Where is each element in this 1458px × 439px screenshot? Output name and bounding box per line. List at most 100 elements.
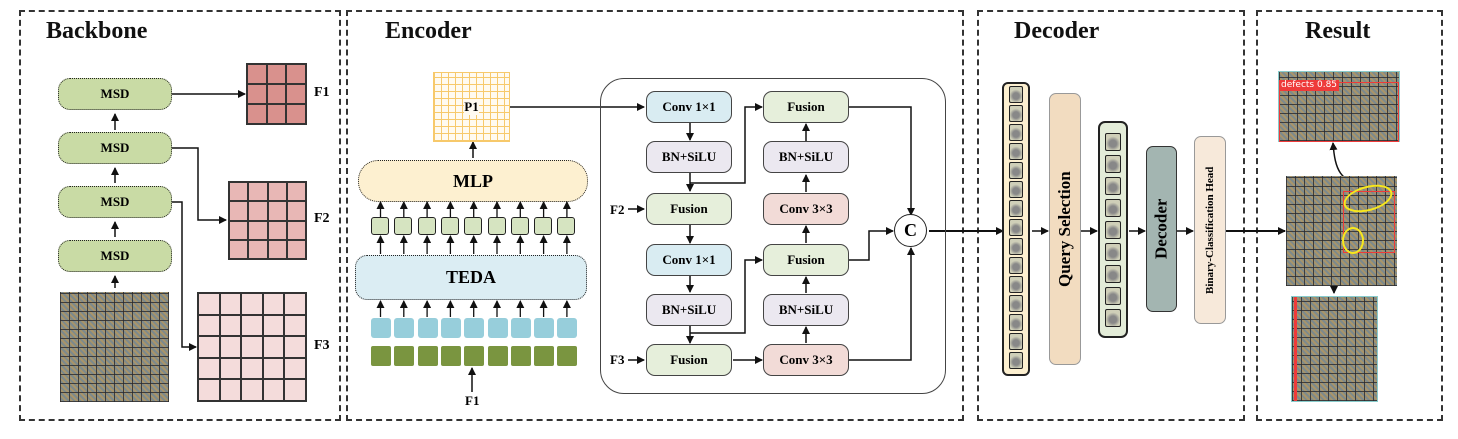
encoder-panel: [346, 10, 964, 421]
feature-cell: [266, 84, 287, 104]
embedding-token: [371, 346, 391, 366]
arrow-fusiontop-concat: [849, 106, 915, 216]
query-token: [1105, 221, 1121, 239]
fusion-block-left-1: Fusion: [646, 193, 732, 225]
feature-cell: [286, 201, 306, 221]
conv1x1-block-1: Conv 1×1: [646, 91, 732, 123]
query-token: [1009, 333, 1023, 350]
query-selection-label: Query Selection: [1055, 171, 1074, 287]
feature-label-f1: F1: [314, 85, 330, 100]
embedding-token: [417, 346, 438, 366]
output-token: [464, 217, 483, 235]
query-token: [1009, 105, 1023, 122]
feature-cell: [229, 239, 249, 259]
feature-cell: [229, 201, 249, 221]
feature-cell: [241, 336, 263, 358]
feature-cell: [266, 64, 287, 84]
result-zoom-top: defects 0.85: [1278, 71, 1400, 142]
feature-cell: [241, 293, 263, 315]
query-token: [1105, 309, 1121, 327]
output-token: [487, 217, 506, 235]
feature-cell: [286, 84, 306, 104]
backbone-title: Backbone: [46, 18, 148, 44]
feature-cell: [286, 220, 306, 240]
decoder-panel: [977, 10, 1245, 421]
feature-map-f3: [197, 292, 307, 402]
embedding-token: [394, 346, 415, 366]
arrow-skip-mid: [690, 256, 763, 334]
query-token: [1009, 181, 1023, 198]
output-token: [371, 217, 389, 235]
concat-node: C: [894, 214, 927, 247]
feature-map-f2: [228, 181, 307, 260]
input-token: [464, 318, 485, 338]
msd-block-1: MSD: [58, 78, 172, 110]
feature-cell: [219, 293, 242, 315]
feature-cell: [286, 64, 306, 84]
feature-cell: [262, 379, 285, 401]
arrow-skip-top: [690, 103, 763, 184]
feature-cell: [267, 220, 287, 240]
input-token: [487, 318, 508, 338]
arrow-conv3b-concat: [849, 247, 915, 361]
fusion-block-right-2: Fusion: [763, 244, 849, 276]
feature-label-f2: F2: [314, 211, 330, 226]
mlp-label: MLP: [453, 170, 493, 191]
feature-cell: [248, 239, 268, 259]
bn-silu-block-1: BN+SiLU: [646, 141, 732, 173]
highlight-ellipse-2: [1342, 227, 1364, 254]
input-token: [394, 318, 415, 338]
feature-cell: [229, 182, 249, 202]
embedding-token: [487, 346, 508, 366]
query-token: [1105, 155, 1121, 173]
query-token-column: [1002, 82, 1030, 376]
result-full-image: [1286, 176, 1397, 286]
msd-block-3: MSD: [58, 186, 172, 218]
decoder-title: Decoder: [1014, 18, 1100, 44]
detection-box-top: [1279, 82, 1399, 142]
bn-silu-block-2: BN+SiLU: [646, 294, 732, 326]
feature-cell: [266, 104, 287, 124]
feature-cell: [219, 357, 242, 380]
input-token: [417, 318, 438, 338]
fusion-module-container: [600, 78, 946, 394]
feature-cell: [198, 314, 220, 337]
detection-edge-bottom: [1294, 297, 1297, 401]
query-token: [1009, 124, 1023, 141]
input-image: [60, 292, 169, 402]
feature-cell: [262, 314, 285, 337]
teda-label: TEDA: [445, 267, 496, 287]
feature-cell: [262, 293, 285, 315]
feature-cell: [262, 336, 285, 358]
query-token: [1009, 143, 1023, 160]
input-token: [557, 318, 578, 338]
feature-cell: [284, 314, 306, 337]
feature-cell: [267, 201, 287, 221]
conv3x3-block-2: Conv 3×3: [763, 344, 849, 376]
feature-label-f3: F3: [314, 338, 330, 353]
bn-silu-block-4: BN+SiLU: [763, 294, 849, 326]
input-token: [510, 318, 531, 338]
feature-cell: [229, 220, 249, 240]
input-token: [534, 318, 555, 338]
feature-cell: [198, 293, 220, 315]
query-token: [1009, 86, 1023, 103]
input-token: [371, 318, 391, 338]
feature-cell: [247, 64, 267, 84]
feature-cell: [284, 379, 306, 401]
query-token: [1009, 238, 1023, 255]
feature-cell: [248, 201, 268, 221]
output-token: [557, 217, 576, 235]
concat-label: C: [904, 220, 917, 240]
teda-block: TEDA: [355, 255, 587, 300]
feature-cell: [219, 314, 242, 337]
input-token: [440, 318, 461, 338]
fusion-block-right-1: Fusion: [763, 91, 849, 123]
feature-cell: [286, 104, 306, 124]
query-token: [1105, 287, 1121, 305]
query-token: [1009, 257, 1023, 274]
fusion-input-f3: F3: [610, 352, 625, 367]
msd-block-2: MSD: [58, 132, 172, 164]
output-token: [440, 217, 459, 235]
